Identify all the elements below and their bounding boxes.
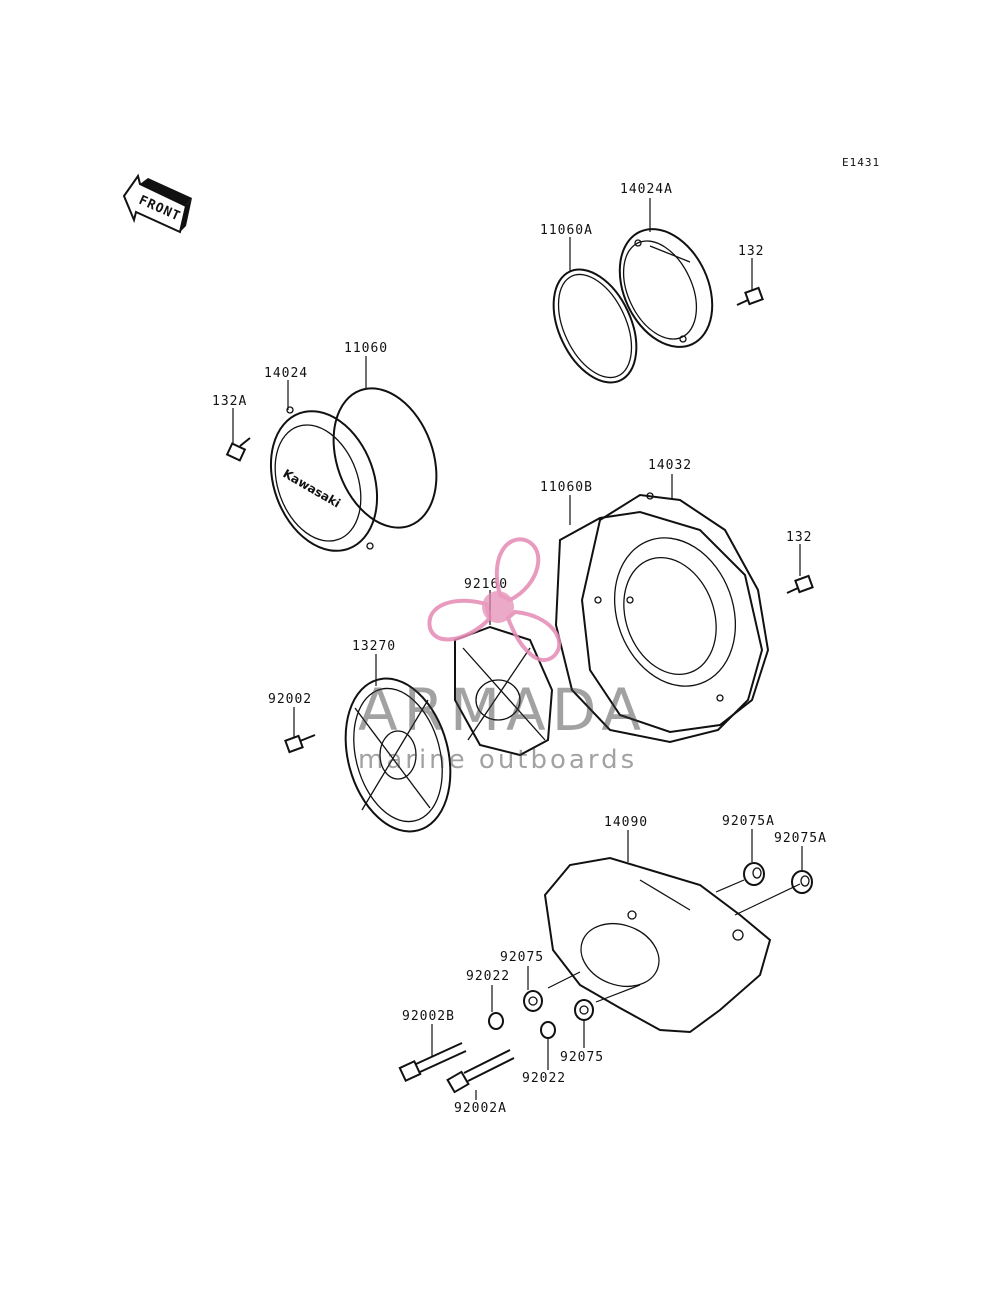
part-132-bolt-top — [736, 286, 764, 306]
part-11060B-gasket — [554, 510, 764, 744]
label-13270: 13270 — [352, 639, 396, 654]
part-92002B-long-bolt — [398, 1042, 467, 1083]
label-92075-2: 92075 — [560, 1050, 604, 1065]
part-14032-clutch-cover — [580, 492, 770, 734]
label-132-mid: 132 — [786, 530, 812, 545]
part-92160-gasket — [454, 625, 554, 757]
label-92002B: 92002B — [402, 1009, 455, 1024]
part-92075A-collar-2 — [791, 870, 813, 894]
propeller-icon — [427, 537, 562, 662]
part-132-bolt-mid — [786, 574, 814, 594]
part-92075-collar-1 — [523, 990, 543, 1012]
label-92022-2: 92022 — [522, 1071, 566, 1086]
part-92002A-long-bolt — [446, 1049, 515, 1094]
diagram-code: E1431 — [842, 156, 880, 169]
label-92075A-1: 92075A — [722, 814, 775, 829]
label-11060B: 11060B — [540, 480, 593, 495]
part-132A-bolt — [225, 437, 251, 462]
part-14024A-outer-cover — [618, 228, 714, 348]
leader-lines — [232, 198, 803, 1100]
part-11060-gasket — [332, 387, 438, 529]
label-14024A: 14024A — [620, 182, 673, 197]
watermark-logo: ARMADA marine outboards — [358, 537, 647, 775]
part-11060A-gasket — [552, 268, 638, 384]
part-14024-cover: Kawasaki — [269, 406, 379, 552]
part-92022-washer-2 — [540, 1021, 556, 1039]
label-11060: 11060 — [344, 341, 388, 356]
front-arrow-icon: FRONT — [122, 173, 192, 234]
label-92075-1: 92075 — [500, 950, 544, 965]
label-132A: 132A — [212, 394, 247, 409]
label-92160: 92160 — [464, 577, 508, 592]
part-13270-plate — [344, 677, 452, 833]
part-92022-washer-1 — [488, 1012, 504, 1030]
part-14090-sprocket-cover — [543, 856, 801, 1034]
label-92002A: 92002A — [454, 1101, 507, 1116]
part-92075A-collar-1 — [743, 862, 765, 886]
label-92002: 92002 — [268, 692, 312, 707]
label-14024: 14024 — [264, 366, 308, 381]
watermark-brand: ARMADA — [358, 676, 647, 744]
part-92002-bolt — [284, 734, 316, 754]
label-11060A: 11060A — [540, 223, 593, 238]
part-92075-collar-2 — [574, 999, 594, 1021]
label-14032: 14032 — [648, 458, 692, 473]
label-92022-1: 92022 — [466, 969, 510, 984]
label-92075A-2: 92075A — [774, 831, 827, 846]
svg-text:Kawasaki: Kawasaki — [281, 466, 343, 510]
label-132-top: 132 — [738, 244, 764, 259]
label-14090: 14090 — [604, 815, 648, 830]
watermark-tagline: marine outboards — [358, 745, 637, 775]
